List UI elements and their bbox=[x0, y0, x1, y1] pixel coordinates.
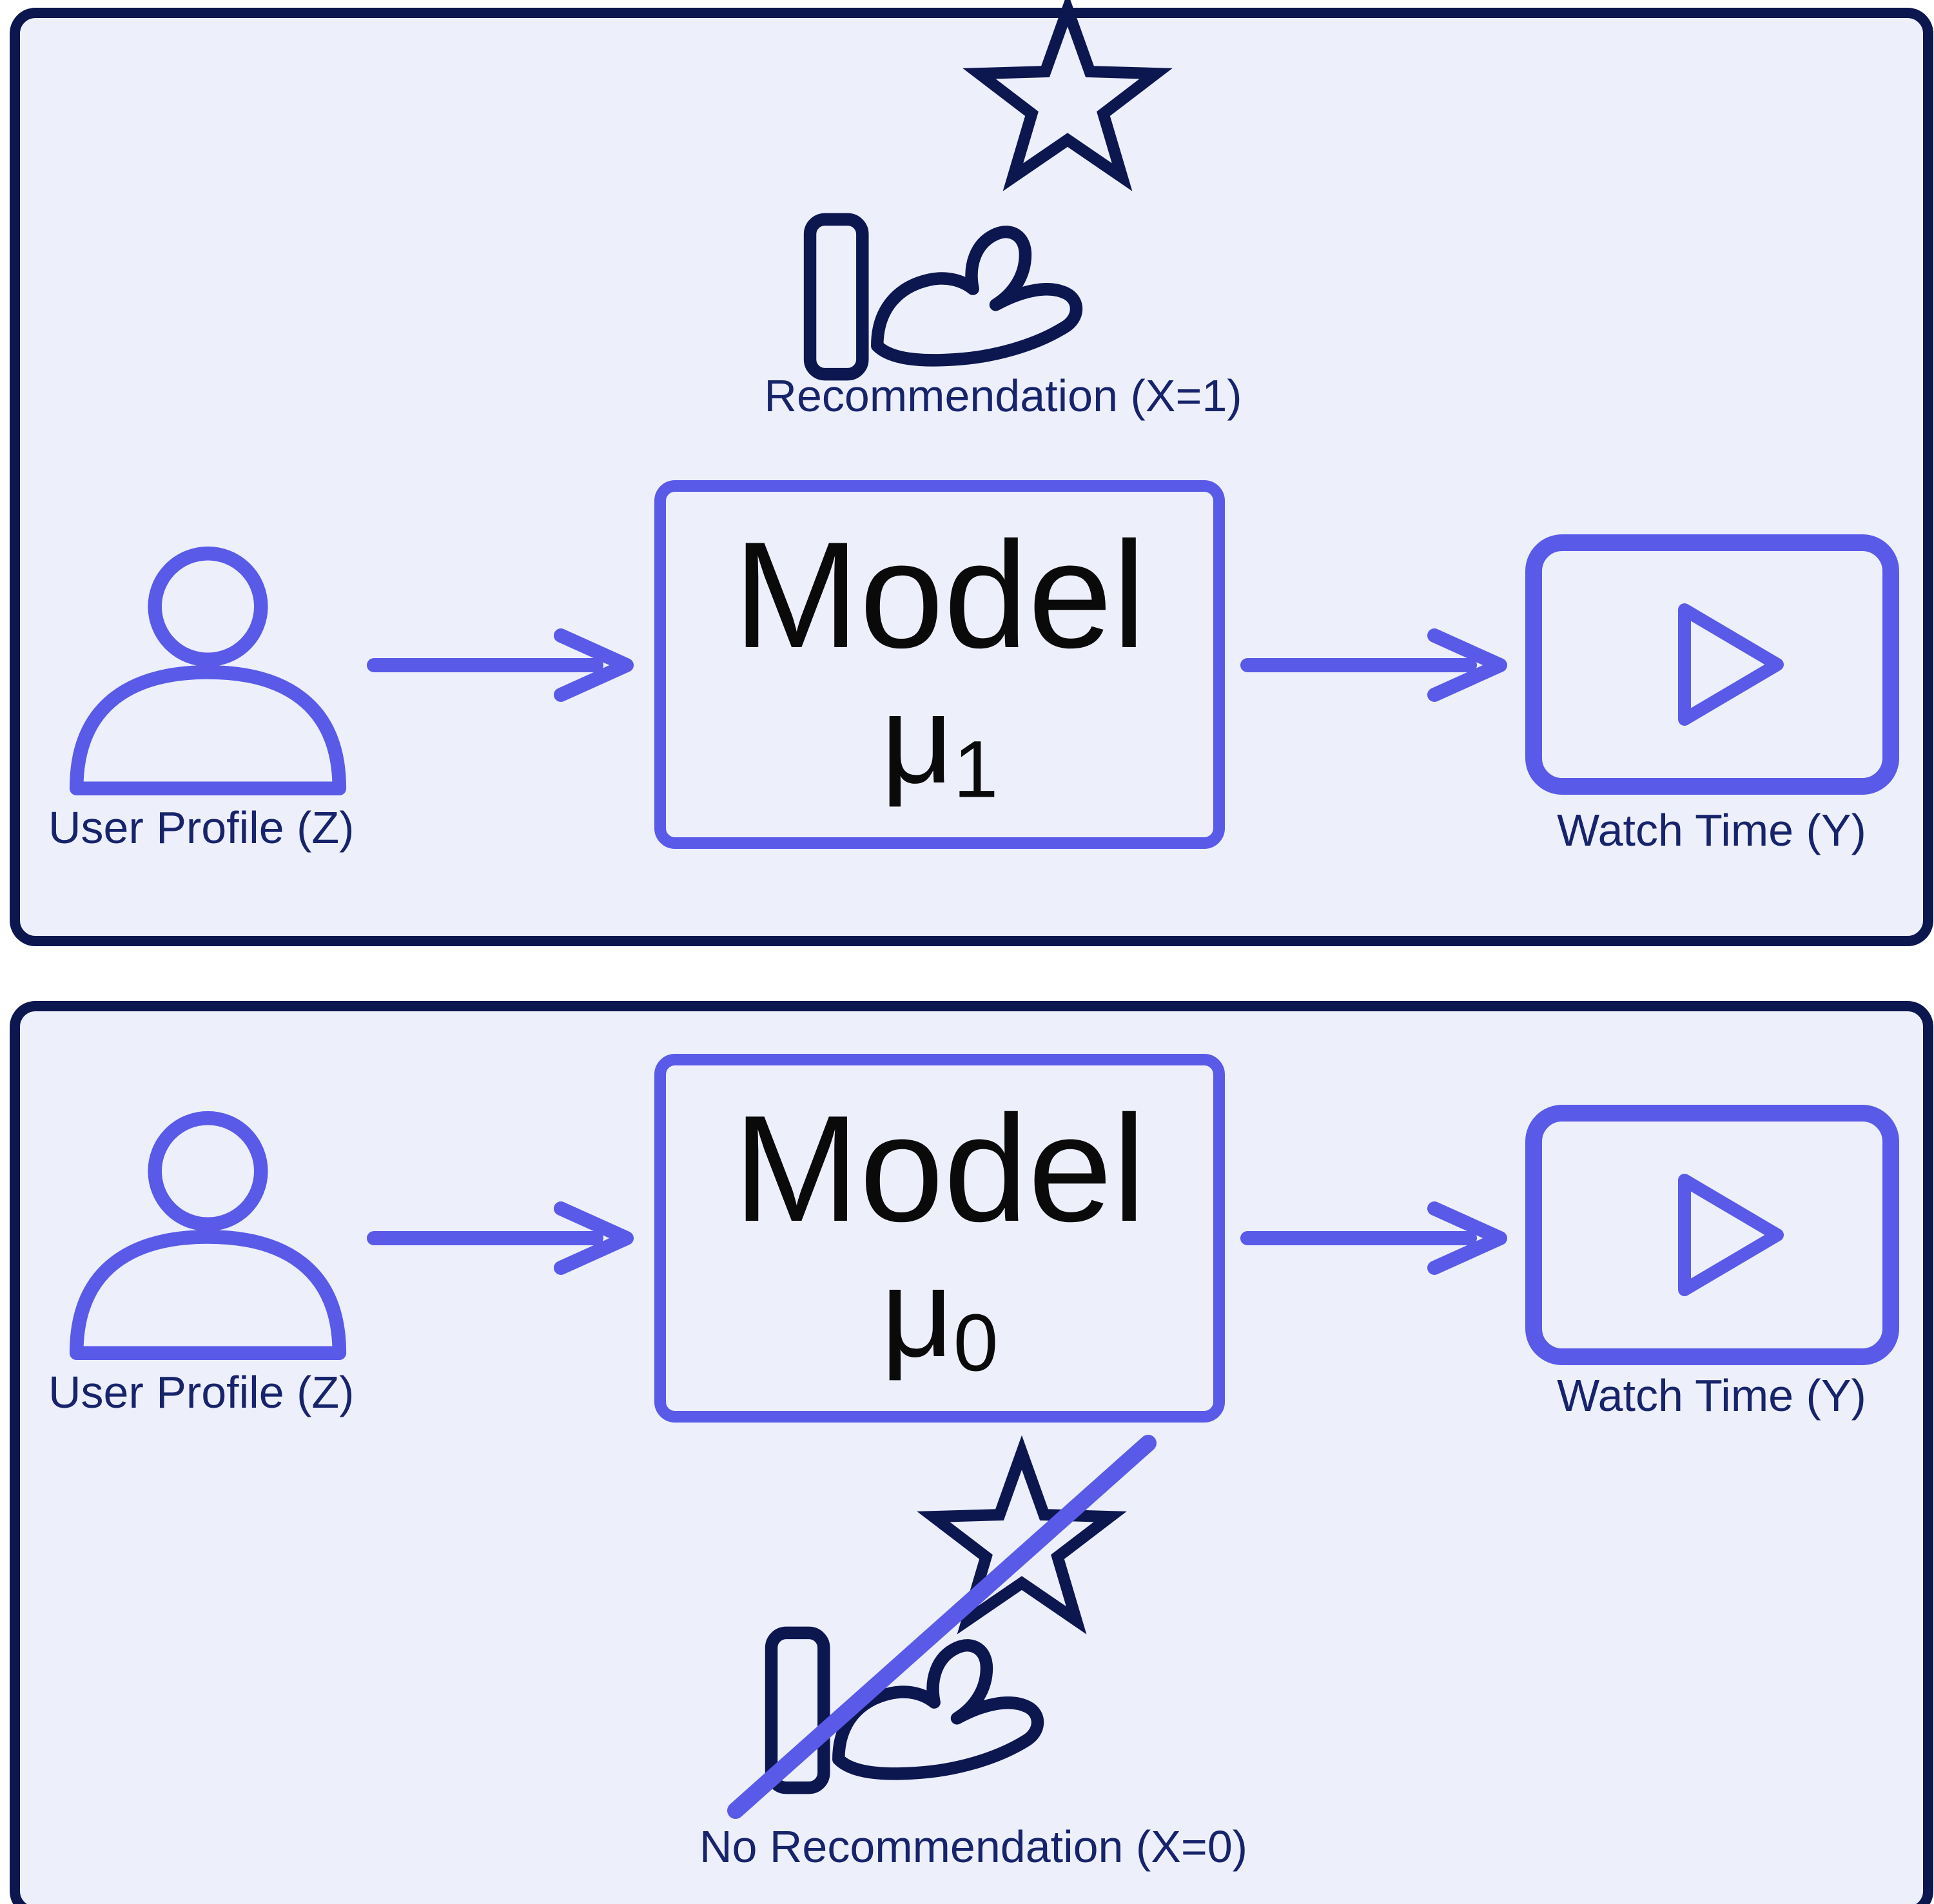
user-profile-label: User Profile (Z) bbox=[48, 1367, 355, 1417]
user-icon bbox=[55, 543, 361, 796]
watch-time-label: Watch Time (Y) bbox=[1557, 805, 1866, 855]
slash-icon bbox=[716, 1424, 1167, 1830]
star-icon bbox=[962, 0, 1173, 191]
mu-subscript: 0 bbox=[953, 1298, 999, 1388]
video-player-icon bbox=[1525, 534, 1900, 795]
panel-control: User Profile (Z) Model μ0 bbox=[10, 1001, 1933, 1904]
model-box: Model μ0 bbox=[654, 1054, 1225, 1423]
model-word-label: Model bbox=[733, 1083, 1146, 1254]
model-mu-label: μ0 bbox=[881, 1250, 999, 1384]
arrow-right-icon bbox=[367, 1200, 638, 1277]
giving-hand-icon bbox=[790, 211, 1099, 382]
arrow-right-icon bbox=[1240, 627, 1512, 704]
no-recommendation-label: No Recommendation (X=0) bbox=[699, 1821, 1248, 1872]
recommendation-label: Recommendation (X=1) bbox=[764, 371, 1242, 421]
arrow-right-icon bbox=[367, 627, 638, 704]
panel-treated: Recommendation (X=1) User Profile (Z) bbox=[10, 0, 1933, 946]
mu-symbol: μ bbox=[881, 1243, 953, 1384]
giving-hand-icon bbox=[751, 1625, 1060, 1796]
user-icon bbox=[55, 1108, 361, 1361]
video-player-icon bbox=[1525, 1104, 1900, 1366]
arrow-right-icon bbox=[1240, 1200, 1512, 1277]
model-box: Model μ1 bbox=[654, 480, 1225, 849]
mu-subscript: 1 bbox=[953, 724, 999, 815]
mu-symbol: μ bbox=[881, 669, 953, 810]
star-icon bbox=[917, 1435, 1127, 1635]
model-mu-label: μ1 bbox=[881, 677, 999, 810]
model-word-label: Model bbox=[733, 510, 1146, 680]
user-profile-label: User Profile (Z) bbox=[48, 802, 355, 853]
watch-time-label: Watch Time (Y) bbox=[1557, 1370, 1866, 1421]
